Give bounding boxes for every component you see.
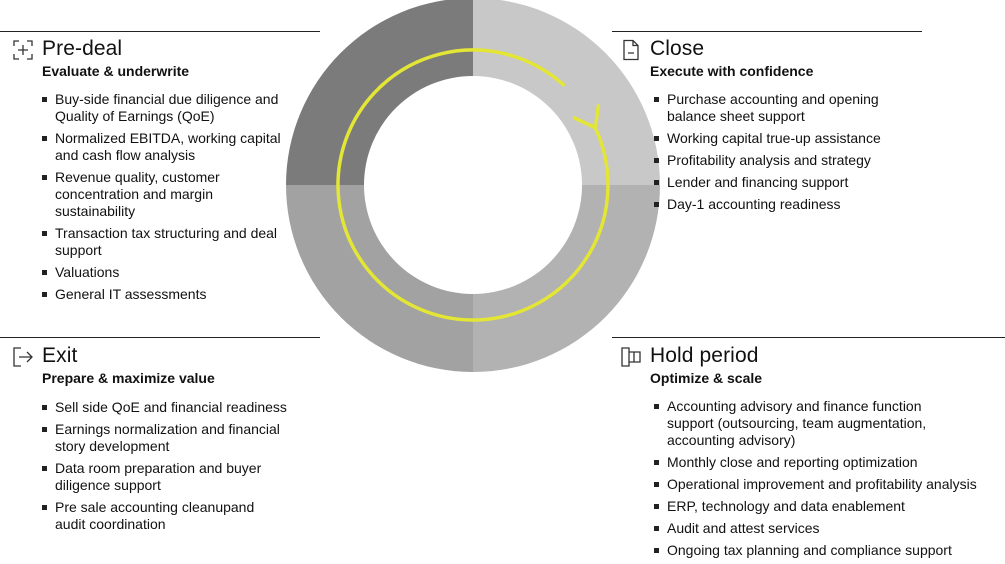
exit-header: Exit Prepare & maximize value — [12, 344, 312, 387]
list-item: Revenue quality, customer concentration … — [42, 169, 287, 220]
list-item: Accounting advisory and finance function… — [654, 398, 929, 449]
list-item: Operational improvement and profitabilit… — [654, 476, 1004, 493]
ring-segment-predeal — [286, 0, 473, 185]
list-item: Earnings normalization and financial sto… — [42, 421, 287, 455]
rule-bottom-left — [0, 337, 320, 338]
section-close: Close Execute with confidence Purchase a… — [620, 37, 910, 218]
expand-plus-icon — [13, 40, 33, 60]
list-item: Ongoing tax planning and compliance supp… — [654, 542, 1004, 559]
predeal-header: Pre-deal Evaluate & underwrite — [12, 37, 287, 80]
predeal-title: Pre-deal — [42, 37, 123, 60]
close-title: Close — [650, 37, 705, 60]
rule-top-left — [0, 31, 320, 32]
section-exit: Exit Prepare & maximize value Sell side … — [12, 344, 312, 538]
list-item: General IT assessments — [42, 286, 287, 303]
predeal-subtitle: Evaluate & underwrite — [42, 63, 190, 79]
list-item: ERP, technology and data enablement — [654, 498, 1004, 515]
list-item: Profitability analysis and strategy — [654, 152, 909, 169]
panels-icon — [621, 347, 641, 367]
list-item: Transaction tax structuring and deal sup… — [42, 225, 287, 259]
list-item: Working capital true-up assistance — [654, 130, 909, 147]
exit-subtitle: Prepare & maximize value — [42, 370, 215, 386]
close-list: Purchase accounting and opening balance … — [654, 91, 909, 213]
hold-subtitle: Optimize & scale — [650, 370, 763, 386]
hold-header: Hold period Optimize & scale — [620, 344, 1005, 387]
list-item: Valuations — [42, 264, 287, 281]
hold-list: Accounting advisory and finance function… — [654, 398, 1004, 559]
list-item: Day-1 accounting readiness — [654, 196, 909, 213]
hold-title: Hold period — [650, 344, 759, 367]
list-item: Lender and financing support — [654, 174, 909, 191]
ring-segment-hold — [473, 185, 660, 372]
rule-top-right — [612, 31, 922, 32]
list-item: Audit and attest services — [654, 520, 1004, 537]
exit-arrow-icon — [13, 347, 33, 367]
list-item: Sell side QoE and financial readiness — [42, 399, 287, 416]
ring-segment-exit — [286, 185, 473, 372]
section-hold: Hold period Optimize & scale Accounting … — [620, 344, 1005, 564]
list-item: Pre sale accounting cleanupand audit coo… — [42, 499, 287, 533]
section-predeal: Pre-deal Evaluate & underwrite Buy-side … — [12, 37, 287, 308]
list-item: Monthly close and reporting optimization — [654, 454, 1004, 471]
predeal-list: Buy-side financial due diligence and Qua… — [42, 91, 287, 303]
cycle-arrow-arc — [336, 48, 610, 322]
list-item: Buy-side financial due diligence and Qua… — [42, 91, 287, 125]
list-item: Normalized EBITDA, working capital and c… — [42, 130, 287, 164]
ring-segment-close — [473, 0, 660, 185]
list-item: Purchase accounting and opening balance … — [654, 91, 909, 125]
close-header: Close Execute with confidence — [620, 37, 910, 80]
close-subtitle: Execute with confidence — [650, 63, 814, 79]
document-icon — [623, 39, 639, 61]
cycle-arrow-head — [572, 104, 601, 130]
list-item: Data room preparation and buyer diligenc… — [42, 460, 287, 494]
rule-bottom-right — [612, 337, 1005, 338]
exit-title: Exit — [42, 344, 78, 367]
exit-list: Sell side QoE and financial readiness Ea… — [42, 399, 287, 533]
